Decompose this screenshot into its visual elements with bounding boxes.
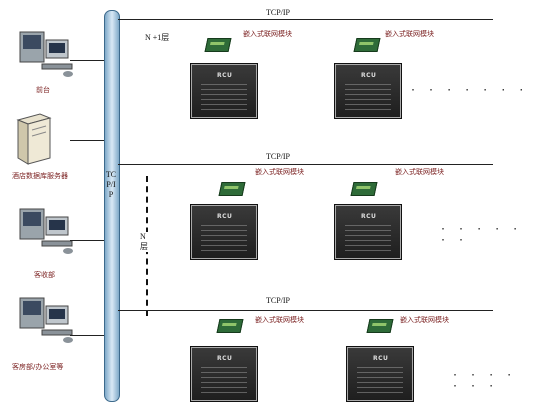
rcu-logo: RCU xyxy=(361,213,377,220)
rcu-logo: RCU xyxy=(361,72,377,79)
module-label: 嵌入式联网模块 xyxy=(243,30,292,38)
embedded-network-module xyxy=(216,319,244,333)
module-label: 嵌入式联网模块 xyxy=(395,168,444,176)
desktop-computer-icon xyxy=(19,297,73,343)
db-server-link xyxy=(70,140,104,141)
front-desk-computer xyxy=(6,28,76,82)
embedded-network-module xyxy=(218,182,246,196)
floor-mid-network-line xyxy=(118,164,493,165)
floor-mid-network-label: TCP/IP xyxy=(266,152,291,161)
desktop-computer-icon xyxy=(19,31,73,77)
more-units-ellipsis: · · · · · · · xyxy=(452,370,516,392)
embedded-network-module xyxy=(350,182,378,196)
tcpip-backbone xyxy=(104,10,120,402)
floor-mid-label: N 层 xyxy=(140,232,148,252)
housekeeping-label: 客房部/办公室等 xyxy=(12,363,64,371)
server-tower-icon xyxy=(16,113,52,165)
embedded-network-module xyxy=(353,38,381,52)
floor-bottom-network-label: TCP/IP xyxy=(266,296,291,305)
module-label: 嵌入式联网模块 xyxy=(255,316,304,324)
rcu-panel: RCU xyxy=(334,63,402,119)
rcu-panel: RCU xyxy=(190,346,258,402)
rcu-logo: RCU xyxy=(217,213,233,220)
desktop-computer-icon xyxy=(19,208,73,254)
cashier-link xyxy=(70,240,104,241)
module-label: 嵌入式联网模块 xyxy=(385,30,434,38)
floor-top-network-label: TCP/IP xyxy=(266,8,291,17)
rcu-logo: RCU xyxy=(373,355,389,362)
rcu-panel: RCU xyxy=(334,204,402,260)
more-units-ellipsis: · · · · · · · xyxy=(410,85,528,96)
db-server xyxy=(10,110,80,165)
housekeeping-link xyxy=(70,335,104,336)
floor-top-label: N +1层 xyxy=(145,33,170,42)
floor-bottom-network-line xyxy=(118,310,493,311)
embedded-network-module xyxy=(366,319,394,333)
rcu-logo: RCU xyxy=(217,355,233,362)
module-label: 嵌入式联网模块 xyxy=(400,316,449,324)
rcu-panel: RCU xyxy=(190,63,258,119)
rcu-panel: RCU xyxy=(190,204,258,260)
front-desk-link xyxy=(70,60,104,61)
module-label: 嵌入式联网模块 xyxy=(255,168,304,176)
housekeeping-computer xyxy=(6,294,76,348)
backbone-label: TCP/IP xyxy=(105,170,117,199)
db-server-label: 酒店数据库服务器 xyxy=(12,172,68,180)
cashier-label: 客收部 xyxy=(34,271,55,279)
front-desk-label: 前台 xyxy=(36,86,50,94)
more-units-ellipsis: · · · · · · · xyxy=(440,224,522,246)
rcu-panel: RCU xyxy=(346,346,414,402)
floor-top-network-line xyxy=(118,19,493,20)
rcu-logo: RCU xyxy=(217,72,233,79)
embedded-network-module xyxy=(204,38,232,52)
cashier-computer xyxy=(6,205,76,259)
